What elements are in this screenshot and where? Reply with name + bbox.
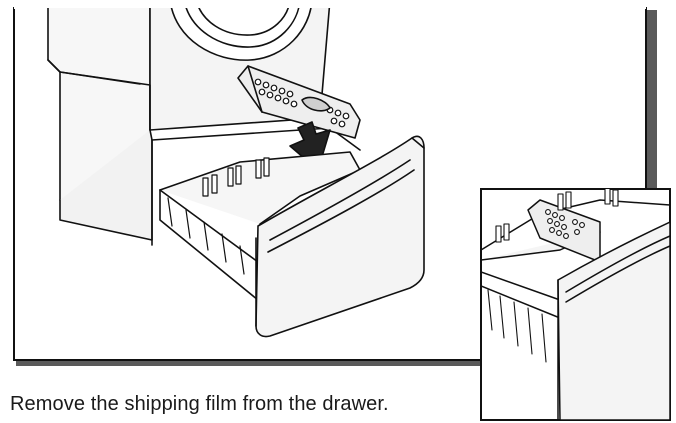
inset-drawing bbox=[481, 189, 670, 420]
inset-divider bbox=[527, 199, 601, 263]
drawer-front bbox=[255, 135, 425, 338]
panel-shadow-right bbox=[646, 10, 657, 362]
divider-insert bbox=[237, 65, 361, 139]
panel-shadow-bottom bbox=[16, 358, 657, 366]
main-panel bbox=[13, 0, 657, 366]
main-drawing bbox=[47, 8, 425, 338]
washer-body bbox=[47, 8, 331, 221]
inset-pegs bbox=[495, 189, 619, 243]
instruction-caption: Remove the shipping film from the drawer… bbox=[10, 393, 389, 415]
drawer-tub bbox=[159, 151, 361, 301]
inset-panel bbox=[480, 188, 671, 421]
inset-drawer-front bbox=[557, 221, 670, 420]
